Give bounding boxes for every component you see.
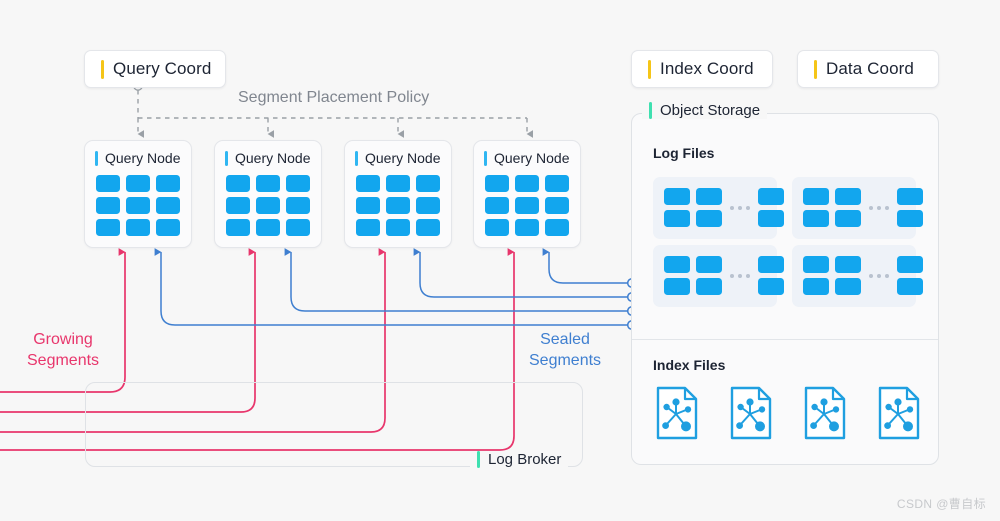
segment-placement-policy-label: Segment Placement Policy — [233, 89, 435, 107]
object-storage-divider — [632, 339, 938, 340]
card-query-node-1[interactable]: Query Node — [84, 140, 192, 248]
log-file-segments-left — [803, 188, 861, 227]
index-file-icon[interactable] — [656, 386, 698, 440]
ellipsis-icon — [730, 273, 750, 278]
card-query-coord[interactable]: Query Coord — [84, 50, 226, 88]
log-file-card[interactable] — [792, 177, 923, 239]
log-file-segments-right — [897, 188, 923, 227]
query-node-3-header: Query Node — [345, 141, 451, 166]
watermark: CSDN @曹自标 — [896, 497, 986, 511]
log-file-card[interactable] — [653, 177, 784, 239]
index-file-icon[interactable] — [804, 386, 846, 440]
query-node-1-segments — [96, 175, 180, 236]
index-files-label: Index Files — [653, 357, 726, 373]
log-file-segments-right — [758, 188, 784, 227]
query-node-1-label: Query Node — [105, 150, 181, 166]
ellipsis-icon — [869, 273, 889, 278]
panel-object-storage: Object Storage Log Files — [631, 102, 939, 466]
query-node-1-header: Query Node — [85, 141, 191, 166]
log-file-segments-left — [664, 256, 722, 295]
log-broker-label: Log Broker — [488, 451, 562, 468]
query-node-2-segments — [226, 175, 310, 236]
card-query-node-4[interactable]: Query Node — [473, 140, 581, 248]
index-file-icon[interactable] — [730, 386, 772, 440]
log-file-segments-right — [758, 256, 784, 295]
card-query-node-2[interactable]: Query Node — [214, 140, 322, 248]
query-node-4-segments — [485, 175, 569, 236]
query-coord-accent-bar — [101, 59, 104, 79]
query-node-3-segments — [356, 175, 440, 236]
query-node-2-label: Query Node — [235, 150, 311, 166]
query-node-accent-bar — [225, 150, 228, 166]
sealed-segment-wires — [154, 248, 628, 326]
query-node-4-label: Query Node — [494, 150, 570, 166]
query-coord-label: Query Coord — [113, 59, 212, 78]
data-coord-accent-bar — [814, 59, 817, 79]
card-query-node-3[interactable]: Query Node — [344, 140, 452, 248]
object-storage-title: Object Storage — [642, 102, 768, 119]
card-index-coord[interactable]: Index Coord — [631, 50, 773, 88]
log-file-segments-left — [803, 256, 861, 295]
card-data-coord[interactable]: Data Coord — [797, 50, 939, 88]
index-coord-label: Index Coord — [660, 59, 754, 78]
log-file-card[interactable] — [792, 245, 923, 307]
data-coord-label: Data Coord — [826, 59, 914, 78]
query-node-3-label: Query Node — [365, 150, 441, 166]
log-broker-title: Log Broker — [470, 451, 569, 468]
ellipsis-icon — [730, 205, 750, 210]
query-node-accent-bar — [355, 150, 358, 166]
log-file-card[interactable] — [653, 245, 784, 307]
index-coord-accent-bar — [648, 59, 651, 79]
growing-segments-label: Growing Segments — [27, 331, 100, 369]
query-node-4-header: Query Node — [474, 141, 580, 166]
sealed-segments-label: Sealed Segments — [525, 329, 606, 371]
log-file-segments-right — [897, 256, 923, 295]
ellipsis-icon — [869, 205, 889, 210]
index-file-icon[interactable] — [878, 386, 920, 440]
object-storage-accent-bar — [649, 102, 652, 119]
log-file-segments-left — [664, 188, 722, 227]
section-index-files: Index Files — [632, 340, 938, 466]
log-files-label: Log Files — [653, 145, 715, 161]
object-storage-label: Object Storage — [660, 102, 761, 119]
log-broker-accent-bar — [477, 451, 480, 468]
query-node-accent-bar — [484, 150, 487, 166]
section-log-files: Log Files — [632, 114, 938, 339]
query-node-2-header: Query Node — [215, 141, 321, 166]
query-node-accent-bar — [95, 150, 98, 166]
